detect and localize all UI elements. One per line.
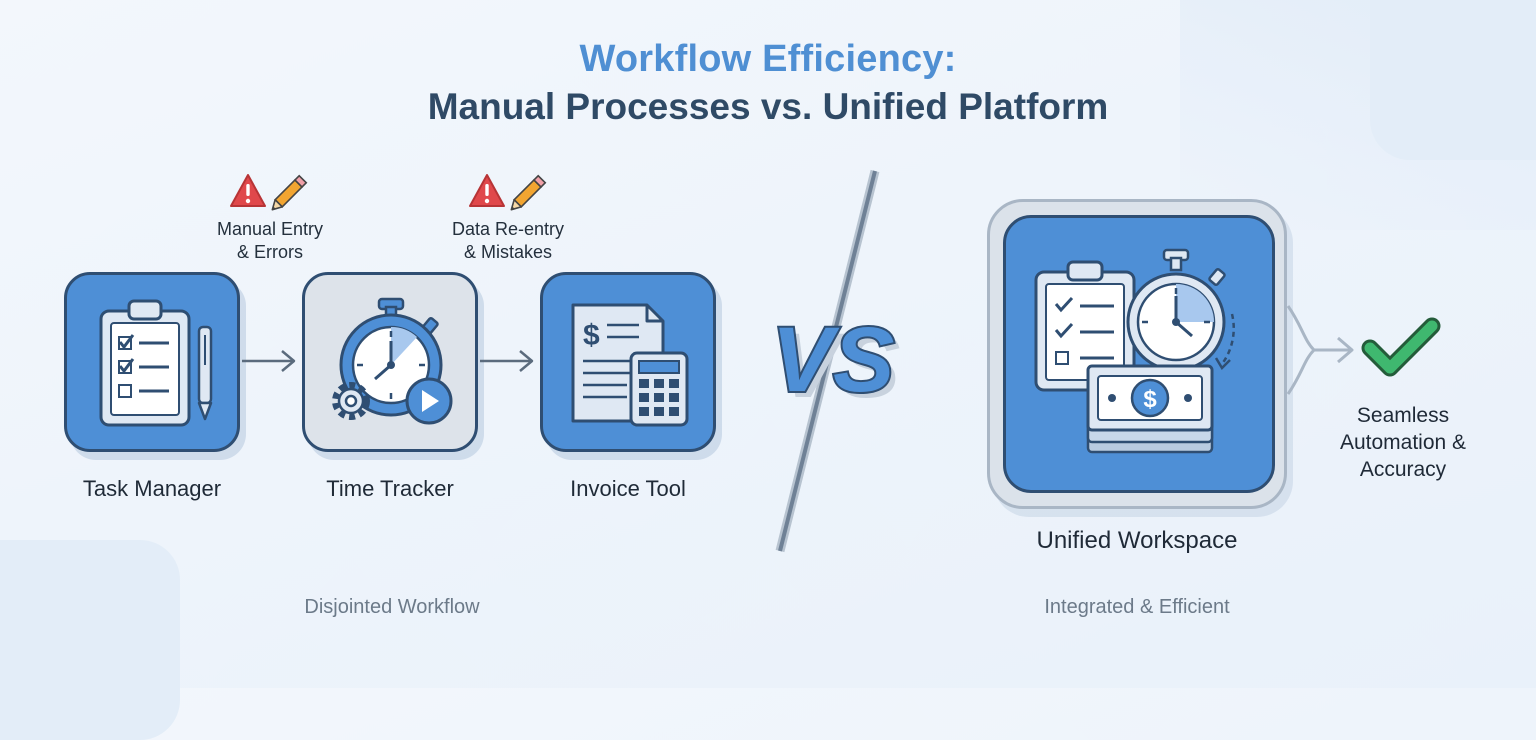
svg-text:$: $ [1143,386,1157,413]
warning-triangle-icon [469,174,505,207]
unified-tools-icon: $ [1034,248,1235,454]
invoice-tool-label: Invoice Tool [570,476,686,501]
time-tracker-label: Time Tracker [326,476,454,501]
stopwatch-icon [1126,248,1235,372]
gear-icon [332,382,370,420]
pen-icon [197,325,213,421]
invoice-calculator-icon: $ [571,303,689,427]
clipboard-checklist-icon [99,299,213,427]
stopwatch-icon [332,297,453,425]
page-title: Workflow Efficiency: [579,38,957,80]
warning-label-data-reentry: Data Re-entry & Mistakes [451,219,565,262]
invoice-tool-card: $ [540,272,716,452]
outcome-connector [1286,305,1441,395]
calculator-icon [629,351,689,427]
checkmark-icon [1361,317,1441,377]
unified-workspace-label: Unified Workspace [1036,527,1238,554]
warning-triangle-icon [230,174,266,207]
warning-label-manual-entry: Manual Entry & Errors [216,219,324,262]
pencil-icon [510,174,547,211]
clipboard-checklist-icon [1034,260,1136,392]
task-manager-label: Task Manager [82,476,222,501]
seamless-automation-label: Seamless Automation & Accuracy [1339,404,1467,481]
time-tracker-card [302,272,478,452]
svg-text:$: $ [583,319,600,352]
svg-text:VS: VS [778,315,901,417]
task-manager-card [64,272,240,452]
play-icon [405,377,453,425]
background-shape [0,540,180,740]
pencil-icon [271,174,308,211]
arrow-right-icon [480,350,534,372]
disjointed-workflow-caption: Disjointed Workflow [304,596,480,618]
integrated-efficient-caption: Integrated & Efficient [1044,596,1230,618]
versus-text: VS [772,309,895,411]
page-subtitle: Manual Processes vs. Unified Platform [427,86,1109,127]
unified-workspace-card: $ [1003,215,1275,493]
cash-stack-icon: $ [1086,364,1214,454]
versus-divider: VS VS [770,169,901,553]
arrow-right-icon [242,350,296,372]
warning-pencil-group [230,174,308,211]
background-shape [1370,0,1536,160]
warning-pencil-group [469,174,547,211]
